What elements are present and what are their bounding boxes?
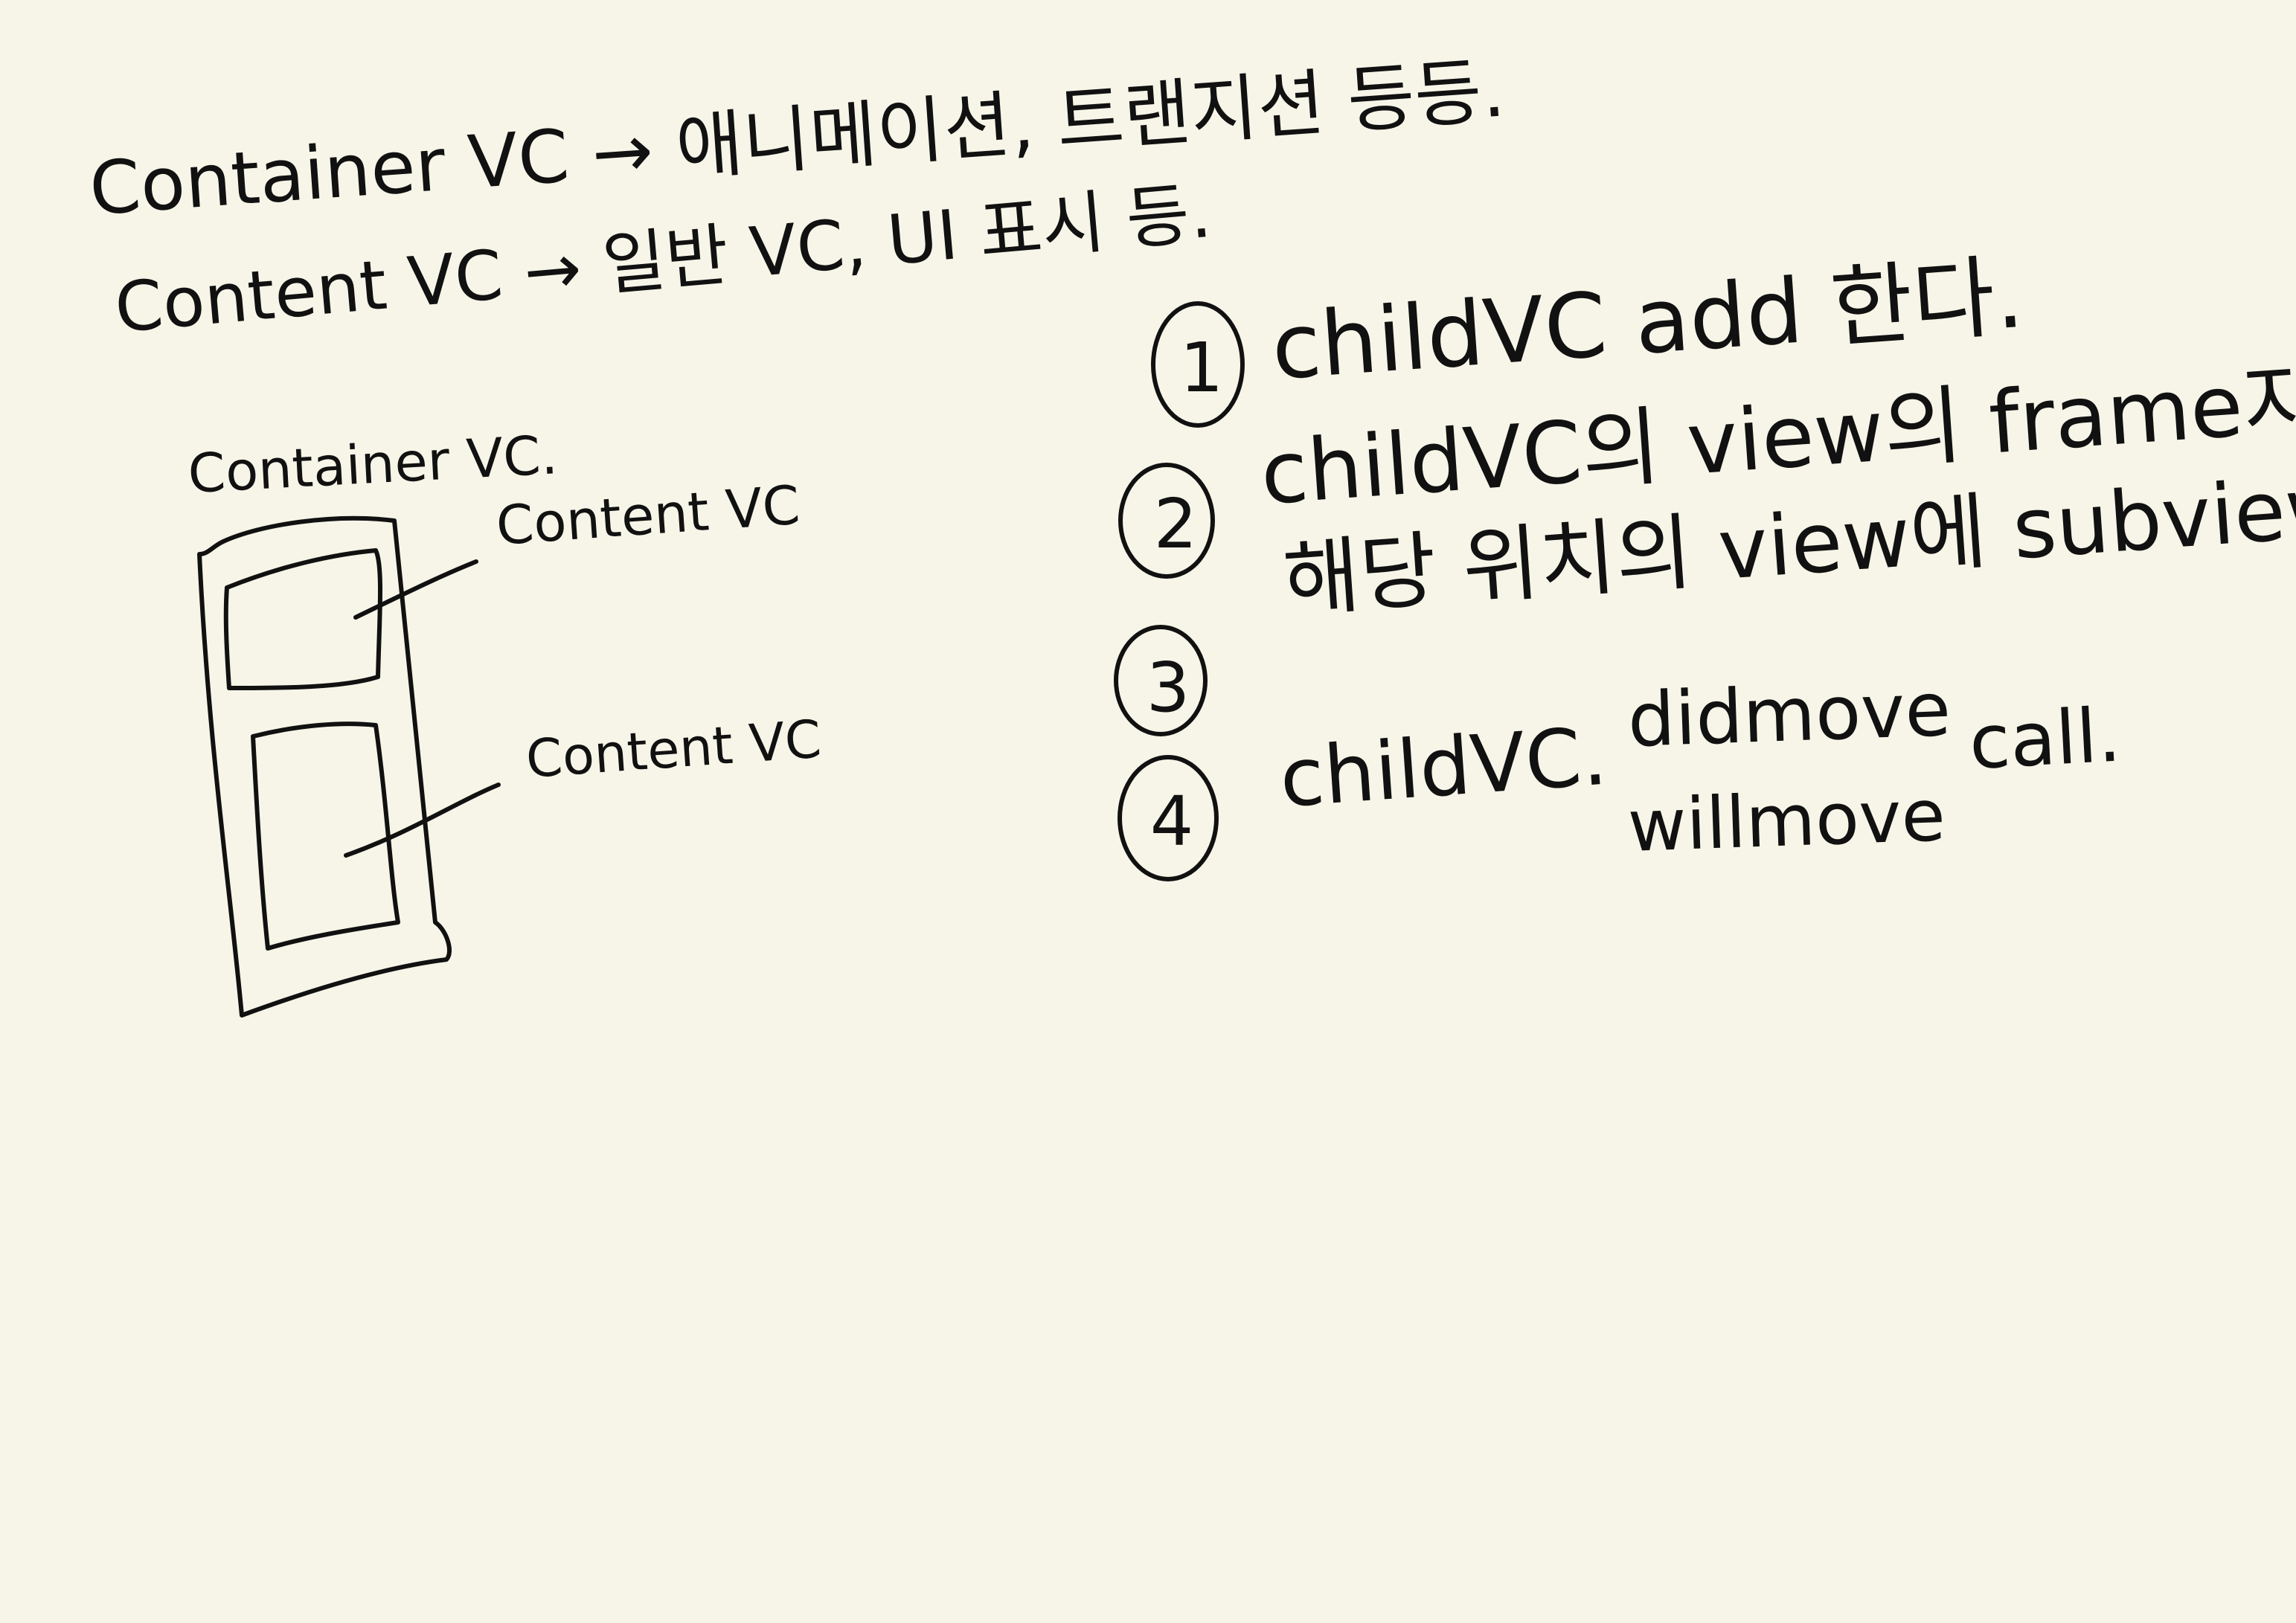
step4-didmove: didmove — [1626, 665, 1952, 764]
step1-circle — [1151, 301, 1245, 428]
content-vc-box-top — [223, 548, 383, 690]
step1-number: 1 — [1179, 328, 1224, 408]
step3-circle — [1114, 625, 1208, 736]
step4-willmove: willmove — [1626, 774, 1947, 868]
step2-number: 2 — [1153, 484, 1198, 564]
step4-circle — [1117, 755, 1219, 881]
step4-number: 4 — [1149, 782, 1194, 861]
content-vc-box-bottom — [251, 721, 400, 951]
step2-circle — [1118, 463, 1215, 579]
container-vc-box — [197, 515, 452, 1018]
step3-number: 3 — [1146, 648, 1190, 727]
leader-line-bottom — [344, 782, 501, 858]
step4-call: call. — [1966, 691, 2123, 786]
leader-line-top — [353, 559, 478, 620]
